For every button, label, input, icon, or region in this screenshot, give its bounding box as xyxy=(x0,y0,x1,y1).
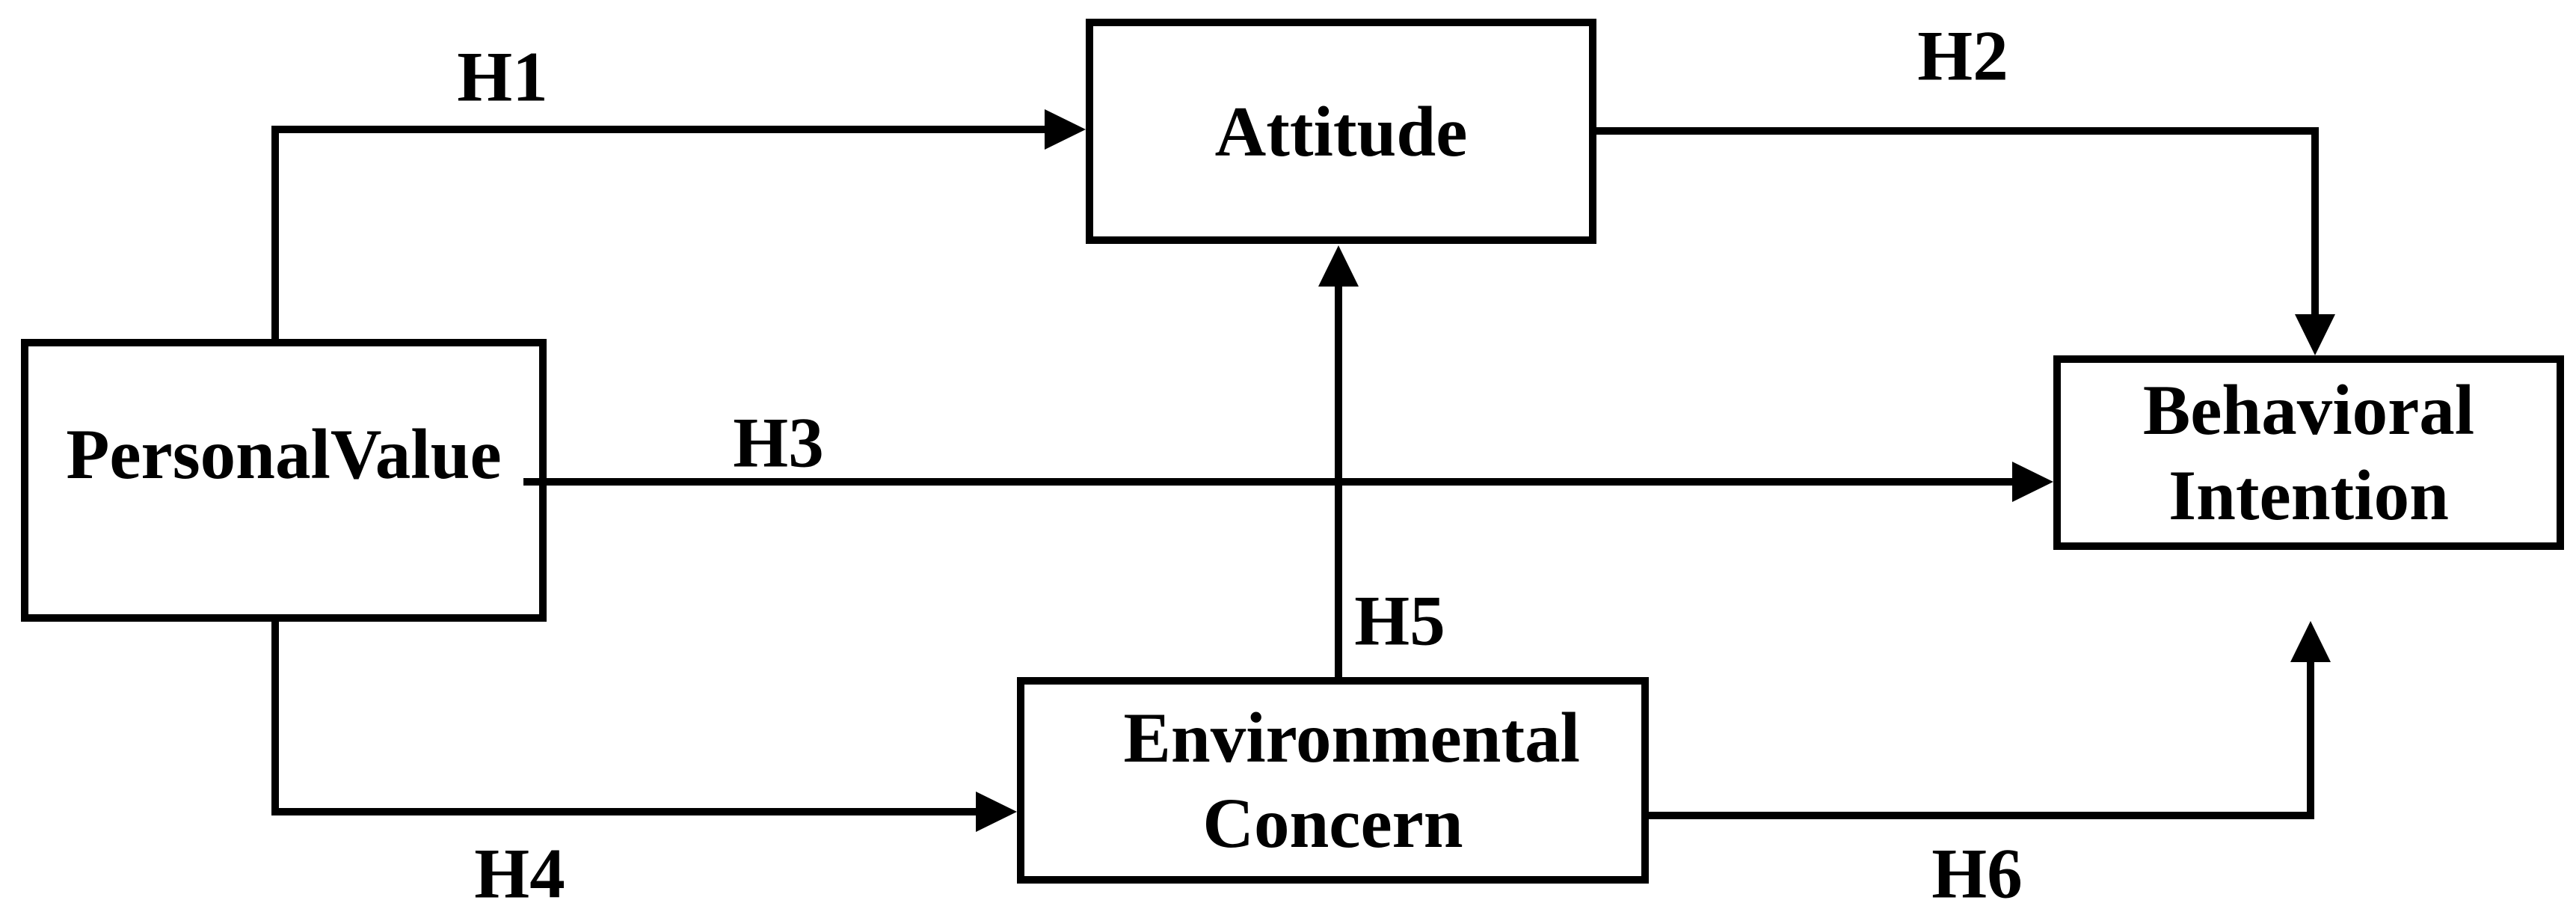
edge-h6-segment-vertical xyxy=(2307,662,2314,819)
node-behavioral-intention: Behavioral Intention xyxy=(2053,355,2564,550)
edge-h5-segment-vertical xyxy=(1335,287,1342,677)
edge-h5-label: H5 xyxy=(1354,581,1445,661)
node-personal-value: PersonalValue xyxy=(21,339,547,622)
edge-h4-label: H4 xyxy=(474,833,565,912)
edge-h6-segment-horizontal xyxy=(1645,812,2314,819)
node-behavioral-intention-label: Behavioral Intention xyxy=(2142,370,2475,535)
edge-h3-segment-horizontal xyxy=(523,478,2012,486)
node-environmental-concern-label: Environmental Concern xyxy=(1123,698,1581,863)
edge-h1-segment-vertical xyxy=(271,126,279,346)
node-attitude-label: Attitude xyxy=(1214,91,1468,171)
node-personal-value-label: PersonalValue xyxy=(66,414,502,494)
edge-h2-segment-horizontal xyxy=(1596,127,2319,135)
edge-h6-arrowhead-icon xyxy=(2290,621,2331,662)
edge-h3-arrowhead-icon xyxy=(2012,462,2053,502)
edge-h2-arrowhead-icon xyxy=(2295,314,2335,355)
edge-h3-label: H3 xyxy=(733,403,824,483)
edge-h1-label: H1 xyxy=(457,37,548,117)
edge-h5-arrowhead-icon xyxy=(1318,245,1359,287)
edge-h2-segment-vertical xyxy=(2311,127,2319,314)
edge-h1-arrowhead-icon xyxy=(1045,109,1086,150)
node-attitude: Attitude xyxy=(1086,19,1596,244)
node-environmental-concern: Environmental Concern xyxy=(1017,677,1649,884)
edge-h4-segment-vertical xyxy=(271,622,279,815)
edge-h6-label: H6 xyxy=(1931,833,2023,912)
edge-h2-label: H2 xyxy=(1917,16,2008,96)
edge-h4-arrowhead-icon xyxy=(976,792,1017,832)
edge-h1-segment-horizontal xyxy=(271,126,1045,133)
edge-h4-segment-horizontal xyxy=(271,808,976,815)
